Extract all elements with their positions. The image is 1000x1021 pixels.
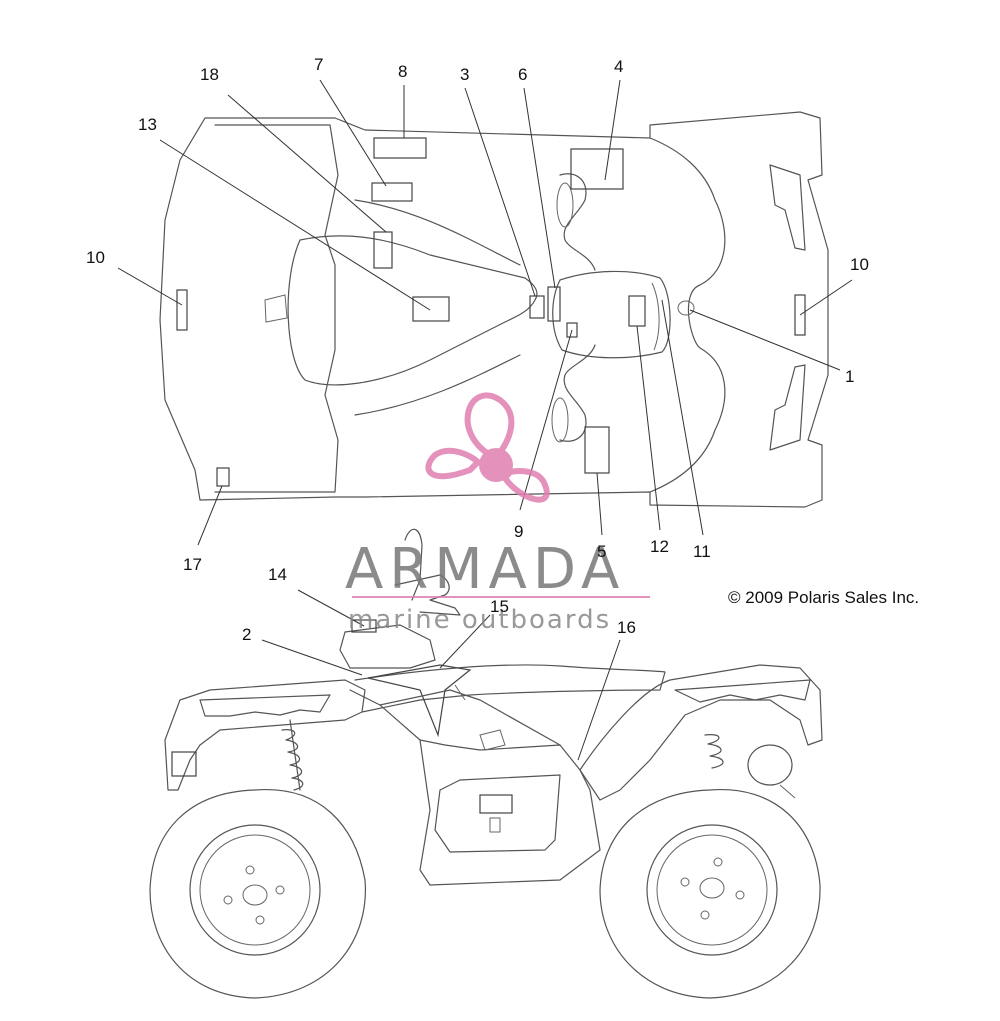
callout-17: 17 (183, 555, 202, 574)
callout-13: 13 (138, 115, 157, 134)
watermark-title: ARMADA (345, 537, 625, 602)
callout-3: 3 (460, 65, 469, 84)
callout-7: 7 (314, 55, 323, 74)
callout-15: 15 (490, 597, 509, 616)
decal-7 (371, 182, 413, 202)
callout-labels: 18 7 8 3 6 4 13 10 10 1 9 5 12 11 17 14 … (86, 55, 919, 644)
callout-14: 14 (268, 565, 287, 584)
decal-6 (547, 286, 561, 322)
decal-18 (373, 231, 393, 269)
decal-14 (351, 619, 377, 633)
decal-side-footwell (479, 794, 513, 814)
copyright-notice: © 2009 Polaris Sales Inc. (728, 588, 919, 607)
callout-2: 2 (242, 625, 251, 644)
propeller-logo (425, 392, 550, 503)
callout-18: 18 (200, 65, 219, 84)
decal-side-rear (171, 751, 197, 777)
atv-side-view (149, 528, 823, 999)
callout-16: 16 (617, 618, 636, 637)
decal-13 (412, 296, 450, 322)
decal-3 (529, 295, 545, 319)
callout-1: 1 (845, 367, 854, 386)
callout-4: 4 (614, 57, 623, 76)
decal-17 (216, 467, 230, 487)
decal-12 (628, 295, 646, 327)
decal-10-front (794, 294, 806, 336)
callout-9: 9 (514, 522, 523, 541)
callout-10-rear: 10 (86, 248, 105, 267)
callout-11: 11 (693, 542, 711, 561)
decal-4 (570, 148, 624, 190)
decal-10-rear (176, 289, 188, 331)
atv-top-view (159, 111, 829, 508)
callout-6: 6 (518, 65, 527, 84)
decal-9 (566, 322, 578, 338)
decal-15 (367, 664, 472, 738)
callout-5: 5 (597, 542, 606, 561)
leader-lines-top (117, 79, 853, 546)
callout-10-front: 10 (850, 255, 869, 274)
leader-lines-side (261, 589, 621, 761)
watermark-subtitle: marine outboards (348, 605, 611, 635)
callout-12: 12 (650, 537, 669, 556)
armada-watermark: ARMADA marine outboards (345, 392, 650, 635)
decal-8 (373, 137, 427, 159)
callout-8: 8 (398, 62, 407, 81)
decal-5 (584, 426, 610, 474)
